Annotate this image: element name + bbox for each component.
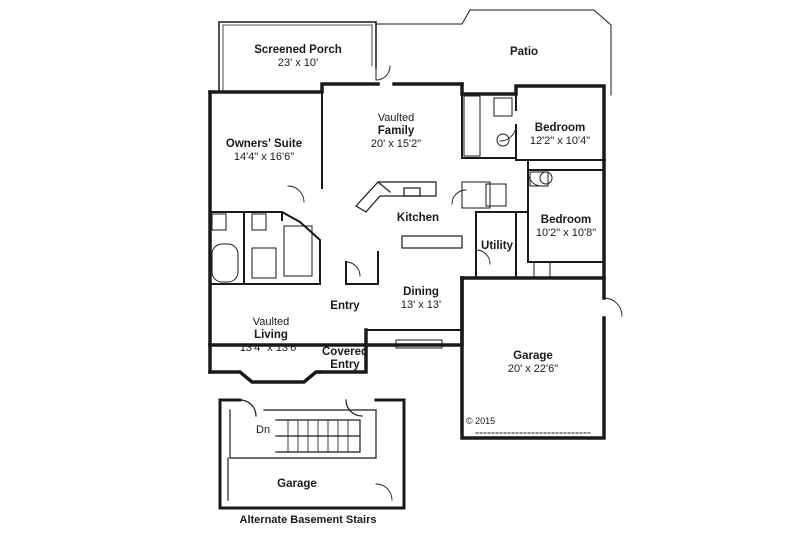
dining-size: 13' x 13' — [400, 299, 442, 311]
copyright-text: © 2015 — [466, 416, 496, 426]
living-size: 13'4" x 13'6"' — [239, 342, 303, 354]
living-label: Vaulted Living 13'4" x 13'6"' — [240, 316, 302, 355]
bedroom-1-name: Bedroom — [534, 122, 586, 134]
inset-walls — [218, 398, 406, 510]
bedroom-1-size: 12'2" x 10'4" — [529, 135, 591, 147]
screened-porch-size: 23' x 10' — [277, 57, 319, 69]
patio-name: Patio — [509, 46, 539, 58]
inset-stair-treads — [287, 419, 349, 453]
dining-name: Dining — [403, 286, 439, 298]
screened-porch-walls — [218, 21, 377, 93]
screened-porch-name: Screened Porch — [254, 44, 342, 56]
inset-garage-label: Garage — [277, 478, 317, 491]
bedroom-2-name: Bedroom — [540, 214, 592, 226]
inset-garage-name: Garage — [277, 478, 317, 490]
owners-suite-size: 14'4" x 16'6" — [233, 151, 295, 163]
entry-label: Entry — [330, 300, 359, 313]
kitchen-label: Kitchen — [397, 212, 439, 225]
covered-entry-line2: Entry — [330, 359, 360, 371]
bedroom-2-label: Bedroom 10'2" x 10'8" — [536, 214, 596, 240]
family-size: 20' x 15'2" — [370, 138, 422, 150]
family-prefix: Vaulted — [377, 112, 415, 124]
covered-entry-label: Covered Entry — [322, 346, 368, 372]
patio-label: Patio — [510, 46, 538, 59]
inset-dn-label: Dn — [256, 424, 271, 436]
garage-size: 20' x 22'6" — [507, 363, 559, 375]
utility-label: Utility — [481, 240, 513, 253]
screened-porch-label: Screened Porch 23' x 10' — [254, 44, 342, 70]
door-swings — [287, 65, 623, 501]
kitchen-name: Kitchen — [396, 212, 440, 224]
utility-fixtures — [461, 181, 551, 279]
garage-label: Garage 20' x 22'6" — [508, 350, 558, 376]
utility-name: Utility — [481, 240, 513, 252]
living-prefix: Vaulted — [252, 316, 290, 328]
entry-name: Entry — [330, 300, 360, 312]
family-name: Family — [377, 125, 415, 137]
inset-caption: Alternate Basement Stairs — [239, 514, 377, 526]
family-label: Vaulted Family 20' x 15'2" — [371, 112, 421, 151]
owners-bath-fixtures — [211, 213, 313, 283]
dining-window — [395, 339, 443, 349]
owners-suite-label: Owners' Suite 14'4" x 16'6" — [226, 138, 302, 164]
interior-walls — [209, 91, 605, 331]
owners-suite-name: Owners' Suite — [225, 138, 303, 150]
covered-entry-line1: Covered — [321, 346, 369, 358]
bedroom-2-size: 10'2" x 10'8" — [535, 227, 597, 239]
kitchen-counters — [355, 181, 463, 249]
garage-name: Garage — [513, 350, 553, 362]
bedroom-1-label: Bedroom 12'2" x 10'4" — [530, 122, 590, 148]
living-name: Living — [254, 329, 288, 341]
hall-bath-fixtures — [463, 95, 553, 187]
dining-label: Dining 13' x 13' — [401, 286, 441, 312]
patio-outline — [375, 9, 612, 96]
